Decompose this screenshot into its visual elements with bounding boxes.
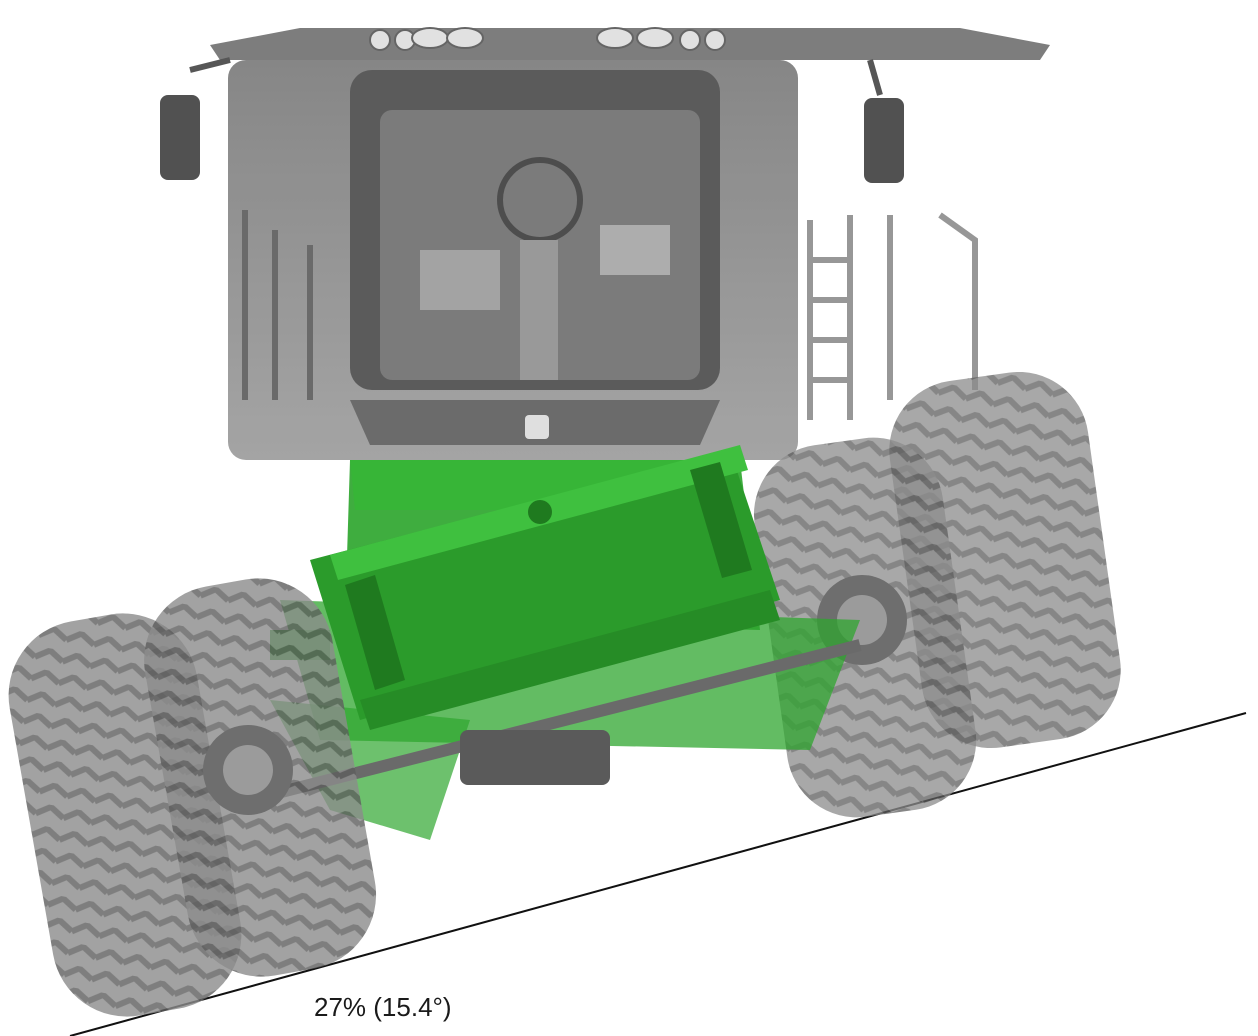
left-hub <box>203 725 293 815</box>
slope-label: 27% (15.4°) <box>314 992 452 1022</box>
leveling-frame <box>270 445 860 840</box>
combine-cab <box>160 27 1050 460</box>
ground-slope-line <box>69 712 1247 1036</box>
